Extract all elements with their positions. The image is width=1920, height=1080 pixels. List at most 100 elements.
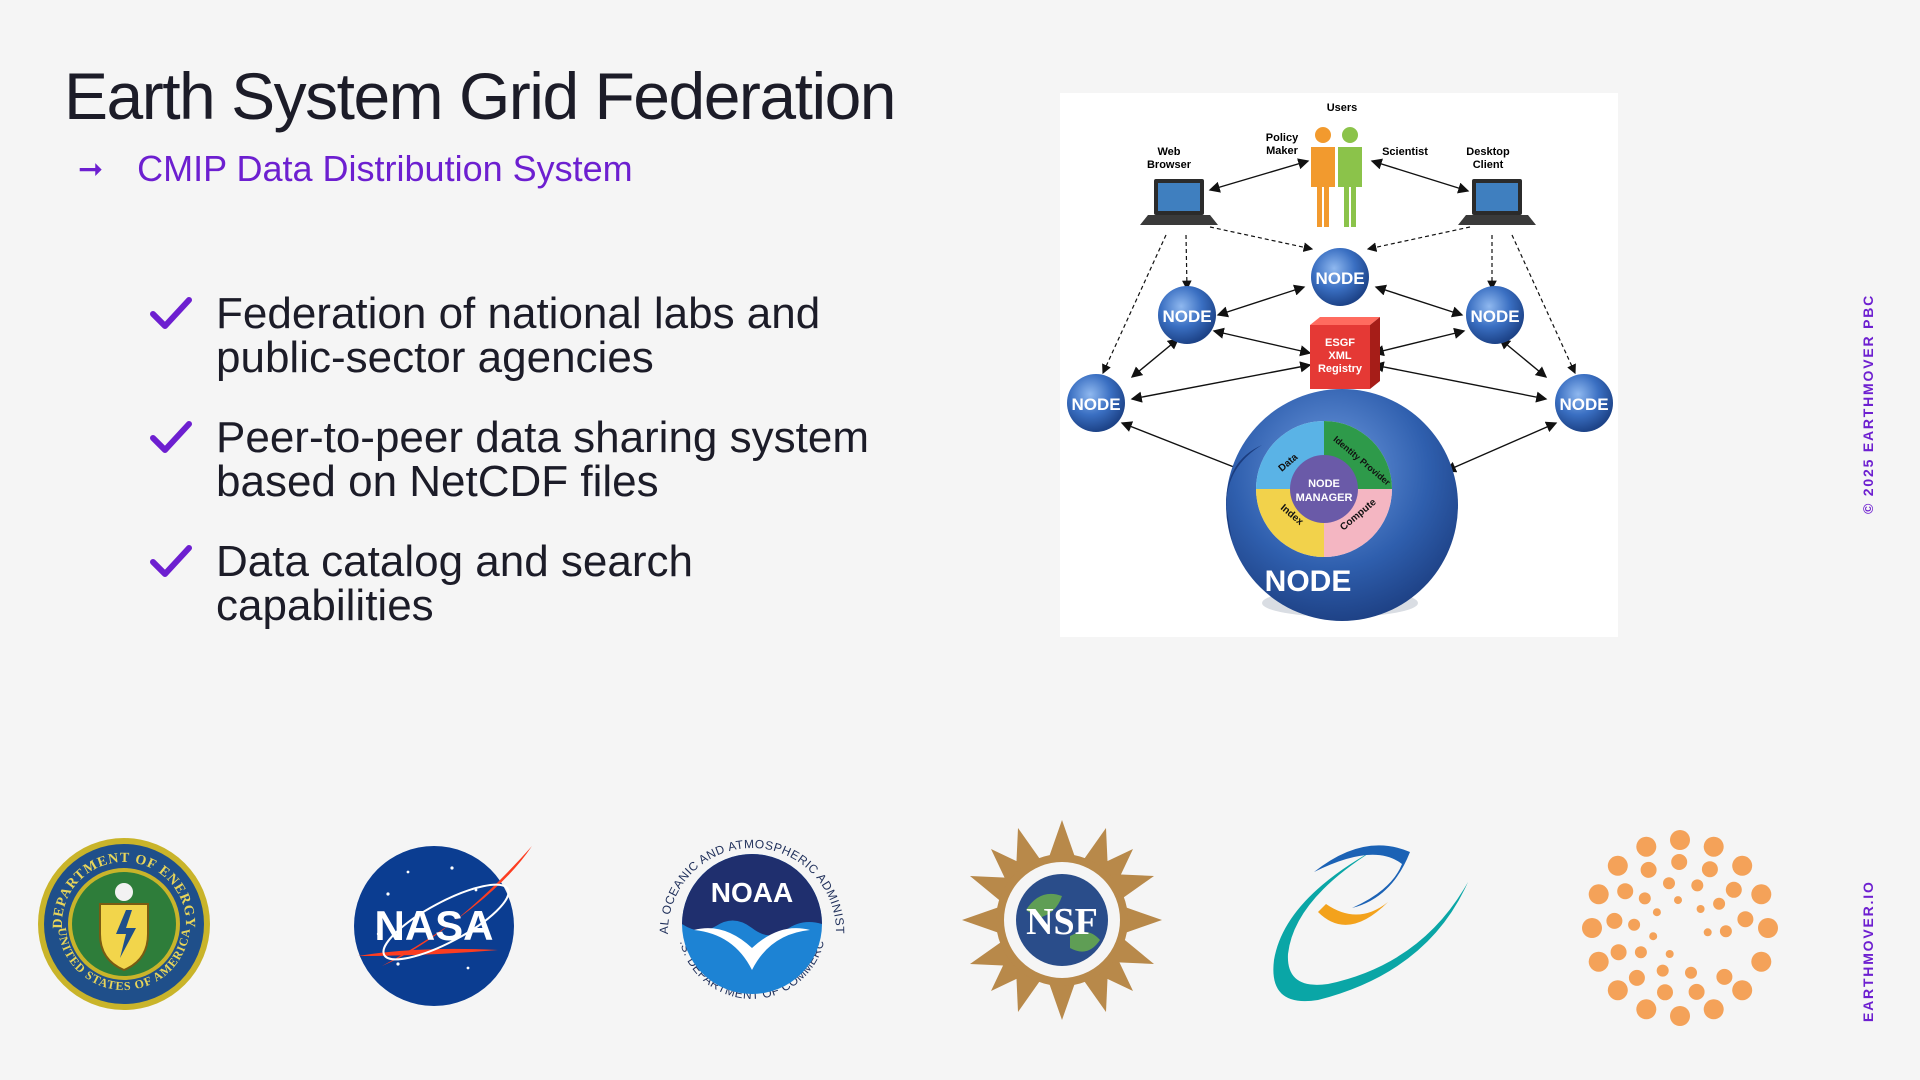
spiral-dot xyxy=(1732,980,1753,1001)
node-sphere: NODE xyxy=(1555,374,1613,432)
spiral-dot xyxy=(1640,861,1657,878)
spiral-dot xyxy=(1671,854,1688,870)
esgf-registry-cube: ESGF XML Registry xyxy=(1310,317,1380,389)
web-browser-label: Web xyxy=(1157,146,1180,158)
node-sphere: NODE xyxy=(1466,286,1524,344)
svg-text:NODE: NODE xyxy=(1315,269,1364,288)
spiral-dot xyxy=(1652,908,1661,917)
bullet-item: Data catalog and search capabilities xyxy=(150,540,950,628)
spiral-dot xyxy=(1610,944,1627,961)
spiral-dot xyxy=(1758,918,1778,938)
spiral-dot xyxy=(1670,830,1690,850)
spiral-dot xyxy=(1588,951,1609,972)
spiral-dot xyxy=(1588,884,1609,905)
node-sphere: NODE xyxy=(1158,286,1216,344)
spiral-dot xyxy=(1638,892,1651,905)
doe-seal-logo: DEPARTMENT OF ENERGY UNITED STATES OF AM… xyxy=(38,838,210,1010)
spiral-dot xyxy=(1663,877,1675,890)
bullet-line: Federation of national labs and xyxy=(216,289,821,338)
spiral-dot xyxy=(1725,881,1742,898)
users-label: Users xyxy=(1327,102,1358,114)
policy-maker-label: Maker xyxy=(1266,145,1299,157)
bullet-line: capabilities xyxy=(216,581,434,630)
svg-text:NODE: NODE xyxy=(1470,307,1519,326)
swoosh-logo xyxy=(1273,845,1468,1002)
desktop-client-label: Client xyxy=(1473,159,1504,171)
spiral-dot xyxy=(1696,905,1705,913)
checkmark-icon xyxy=(150,545,192,577)
spiral-dot xyxy=(1713,897,1726,910)
bullet-line: Data catalog and search xyxy=(216,537,693,586)
spiral-dot xyxy=(1716,968,1733,985)
spiral-dot xyxy=(1691,879,1704,892)
bullet-line: Peer-to-peer data sharing system xyxy=(216,413,869,462)
policy-maker-label: Policy xyxy=(1266,132,1299,144)
nsf-logo: NSF xyxy=(962,820,1162,1020)
noaa-logo: NATIONAL OCEANIC AND ATMOSPHERIC ADMINIS… xyxy=(650,822,847,1002)
node-sphere: NODE xyxy=(1067,374,1125,432)
spiral-dot xyxy=(1634,946,1647,959)
spiral-dot xyxy=(1703,999,1724,1020)
slide-subtitle: ➞ CMIP Data Distribution System xyxy=(78,148,633,190)
partner-logos-row: DEPARTMENT OF ENERGY UNITED STATES OF AM… xyxy=(0,818,1920,1028)
svg-text:NODE: NODE xyxy=(1559,395,1608,414)
svg-text:NOAA: NOAA xyxy=(711,877,793,908)
node-manager-sphere: NODE MANAGER Data Identity Provider Inde… xyxy=(1226,389,1458,621)
checkmark-icon xyxy=(150,421,192,453)
node-sphere: NODE xyxy=(1311,248,1369,306)
spiral-dot xyxy=(1732,855,1753,876)
esgf-architecture-diagram: Users Policy Maker Scientist Web Browser… xyxy=(1060,93,1618,637)
desktop-client-label: Desktop xyxy=(1466,146,1510,158)
bullet-line: public-sector agencies xyxy=(216,333,654,382)
spiral-dot xyxy=(1703,836,1724,857)
spiral-dot xyxy=(1665,950,1674,958)
arrow-right-icon: ➞ xyxy=(78,152,104,186)
svg-text:XML: XML xyxy=(1328,350,1352,362)
web-browser-laptop-icon xyxy=(1140,179,1218,225)
scientist-label: Scientist xyxy=(1382,146,1428,158)
spiral-dot xyxy=(1703,928,1712,937)
spiral-dot xyxy=(1685,966,1697,979)
spiral-dot xyxy=(1674,896,1682,905)
spiral-dot xyxy=(1606,912,1623,929)
svg-text:ESGF: ESGF xyxy=(1325,337,1355,349)
users-icon xyxy=(1311,127,1362,227)
spiral-dot xyxy=(1582,918,1602,938)
spiral-dot xyxy=(1628,918,1641,931)
spiral-dot xyxy=(1607,855,1628,876)
spiral-dot xyxy=(1751,884,1772,905)
nasa-logo: NASA xyxy=(354,846,532,1006)
spiral-dot xyxy=(1649,932,1658,941)
spiral-dot xyxy=(1636,999,1657,1020)
spiral-dot xyxy=(1688,983,1705,1000)
spiral-dot xyxy=(1701,861,1718,878)
svg-text:NODE: NODE xyxy=(1071,395,1120,414)
spiral-dot xyxy=(1607,980,1628,1001)
subtitle-text: CMIP Data Distribution System xyxy=(137,148,633,189)
spiral-dot xyxy=(1670,1006,1690,1026)
spiral-dot xyxy=(1751,951,1772,972)
svg-text:MANAGER: MANAGER xyxy=(1296,492,1353,504)
spiral-dot xyxy=(1636,836,1657,857)
bullet-line: based on NetCDF files xyxy=(216,457,659,506)
slide-title: Earth System Grid Federation xyxy=(64,59,897,133)
svg-text:Registry: Registry xyxy=(1318,363,1363,375)
bullet-item: Federation of national labs and public-s… xyxy=(150,292,950,380)
svg-text:NODE: NODE xyxy=(1308,478,1340,490)
copyright-text: © 2025 EARTHMOVER PBC xyxy=(1860,293,1876,514)
desktop-client-laptop-icon xyxy=(1458,179,1536,225)
spiral-dot xyxy=(1737,911,1754,928)
spiral-dot xyxy=(1628,969,1645,986)
bullet-list: Federation of national labs and public-s… xyxy=(150,292,950,664)
web-browser-label: Browser xyxy=(1147,159,1192,171)
spiral-dot xyxy=(1617,883,1634,900)
svg-text:NASA: NASA xyxy=(374,902,493,949)
dot-spiral-logo xyxy=(1582,830,1778,1026)
bullet-item: Peer-to-peer data sharing system based o… xyxy=(150,416,950,504)
svg-text:NSF: NSF xyxy=(1026,901,1098,943)
spiral-dot xyxy=(1657,984,1673,1001)
spiral-dot xyxy=(1656,964,1669,977)
svg-text:NODE: NODE xyxy=(1162,307,1211,326)
checkmark-icon xyxy=(150,297,192,329)
spiral-dot xyxy=(1719,925,1732,938)
